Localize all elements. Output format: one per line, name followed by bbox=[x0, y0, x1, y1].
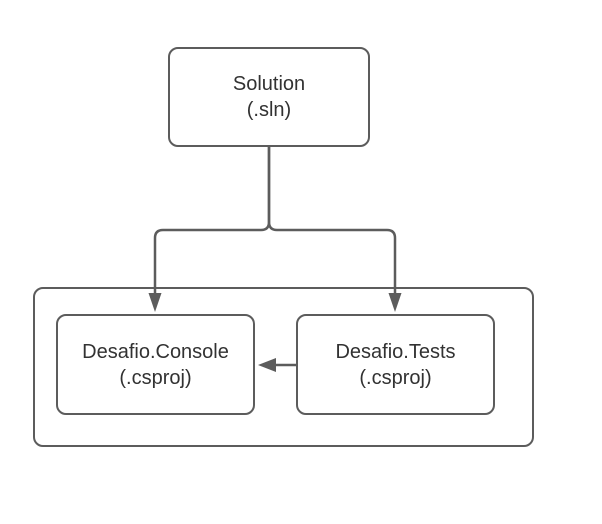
edge-line bbox=[267, 146, 397, 295]
edge-tests-to-console bbox=[258, 358, 296, 372]
projects-group-box bbox=[33, 287, 534, 447]
node-solution-filetype: (.sln) bbox=[246, 99, 292, 121]
arrowhead-down-icon bbox=[388, 293, 402, 312]
node-tests-name: Desafio.Tests bbox=[335, 340, 456, 363]
node-console-name: Desafio.Console bbox=[82, 340, 229, 363]
edge-solution-to-tests bbox=[267, 146, 402, 312]
node-solution-name: Solution bbox=[232, 73, 306, 95]
edge-solution-to-console bbox=[148, 146, 271, 312]
arrowhead-down-icon bbox=[148, 293, 162, 312]
node-desafio-tests: Desafio.Tests (.csproj) bbox=[296, 314, 495, 415]
edge-line bbox=[153, 146, 271, 295]
node-desafio-console: Desafio.Console (.csproj) bbox=[56, 314, 255, 415]
arrowhead-left-icon bbox=[258, 358, 276, 372]
node-solution: Solution (.sln) bbox=[168, 47, 370, 147]
node-console-filetype: (.csproj) bbox=[119, 366, 192, 389]
node-tests-filetype: (.csproj) bbox=[359, 366, 432, 389]
